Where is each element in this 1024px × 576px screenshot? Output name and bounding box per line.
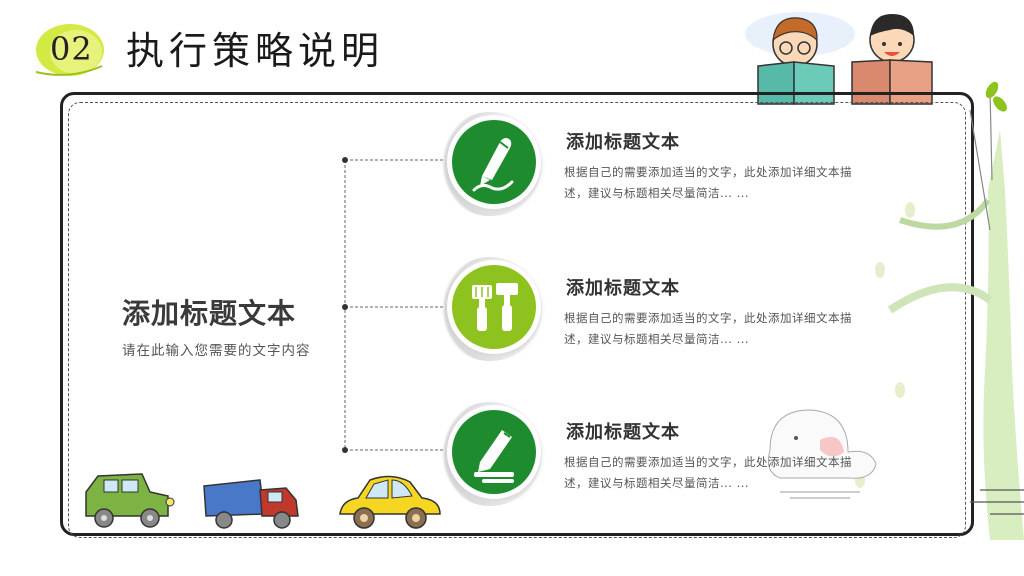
green-car-illustration <box>85 473 175 528</box>
tree-illustration <box>855 81 1024 540</box>
page-title: 执行策略说明 <box>126 29 385 73</box>
content-frame-dashed <box>68 102 966 538</box>
connector-lines <box>342 157 448 453</box>
number-badge <box>35 24 104 76</box>
content-frame <box>60 92 974 536</box>
paint-brushes-icon <box>472 283 518 331</box>
item-1-icon-badge <box>438 112 546 216</box>
item-3-description: 根据自己的需要添加适当的文字，此处添加详细文本描述，建议与标题相关尽量简洁...… <box>564 455 852 490</box>
main-title: 添加标题文本 <box>122 297 297 330</box>
yellow-car-illustration <box>339 475 441 529</box>
item-1-title: 添加标题文本 <box>566 132 680 153</box>
item-2-title: 添加标题文本 <box>566 278 680 299</box>
main-subtitle: 请在此输入您需要的文字内容 <box>122 343 311 359</box>
item-1-description: 根据自己的需要添加适当的文字，此处添加详细文本描述，建议与标题相关尽量简洁...… <box>564 165 852 200</box>
pen-icon <box>472 138 514 192</box>
pencil-edit-icon <box>474 430 514 483</box>
item-2-icon-badge <box>438 257 546 361</box>
item-2-description: 根据自己的需要添加适当的文字，此处添加详细文本描述，建议与标题相关尽量简洁...… <box>564 311 852 346</box>
section-number: 02 <box>50 30 93 68</box>
item-3-icon-badge <box>438 402 546 506</box>
truck-illustration <box>203 479 299 529</box>
bird-doodle <box>767 409 877 499</box>
item-3-title: 添加标题文本 <box>566 422 680 443</box>
